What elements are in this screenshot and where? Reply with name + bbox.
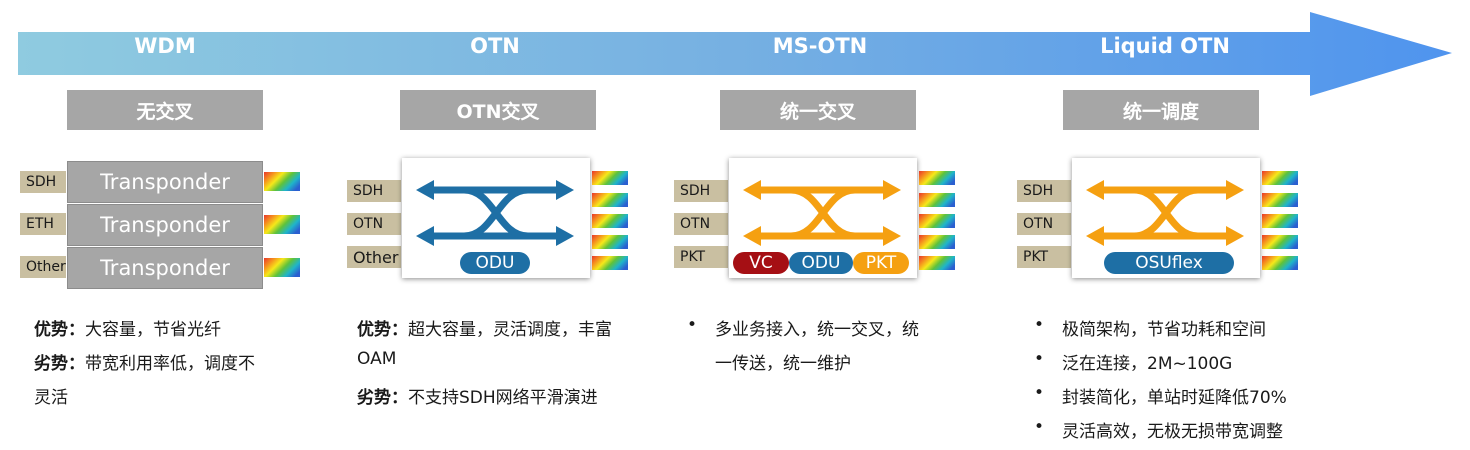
disadvantage-label: 劣势： [357,388,408,408]
stage-title-msotn: MS-OTN [772,34,868,58]
odu-pill: ODU [460,252,530,274]
msotn-tag-otn: OTN [674,213,728,235]
msotn-tag-sdh: SDH [674,180,728,202]
category-box-liquid: 统一调度 [1063,90,1259,130]
wdm-tag-other: Other [20,256,66,278]
otn-cross-connect: ODU [402,158,590,278]
category-box-otn: OTN交叉 [400,90,596,130]
stage-title-liquid-otn: Liquid OTN [1100,34,1230,58]
otn-tag-other: Other [347,246,401,268]
otn-advantage-cont: OAM [357,349,397,369]
stage-title-otn: OTN [470,34,520,58]
msotn-bullet-cont: 一传送，统一维护 [715,354,851,374]
advantage-text: 大容量，节省光纤 [85,320,221,340]
wavelength-icon [919,256,955,270]
wavelength-icon [1262,256,1298,270]
wavelength-icon [264,258,300,277]
liquid-bullet-1: 极简架构，节省功耗和空间 [1034,315,1266,340]
liquid-cross-connect: OSUflex [1072,158,1260,278]
category-box-msotn: 统一交叉 [720,90,916,130]
wdm-disadvantage: 劣势：带宽利用率低，调度不 [34,349,255,374]
msotn-cross-connect: VC ODU PKT [729,158,917,278]
cross-arrows-icon [416,180,574,246]
wavelength-icon [1262,171,1298,185]
category-box-wdm: 无交叉 [67,90,263,130]
advantage-text: 超大容量，灵活调度，丰富 [408,320,612,340]
wavelength-icon [592,214,628,228]
liquid-tag-otn: OTN [1017,213,1071,235]
wavelength-icon [264,215,300,234]
advantage-label: 优势： [34,320,85,340]
otn-advantage: 优势：超大容量，灵活调度，丰富 [357,315,612,340]
transponder-3: Transponder [68,248,262,288]
wavelength-icon [592,256,628,270]
vc-pill: VC [733,252,789,274]
otn-tag-sdh: SDH [347,180,401,202]
wavelength-icon [592,171,628,185]
advantage-label: 优势： [357,320,408,340]
wavelength-icon [919,214,955,228]
liquid-bullet-4: 灵活高效，无极无损带宽调整 [1034,417,1283,442]
disadvantage-text: 不支持SDH网络平滑演进 [408,388,598,408]
disadvantage-label: 劣势： [34,354,85,374]
otn-disadvantage: 劣势：不支持SDH网络平滑演进 [357,383,598,408]
transponder-1: Transponder [68,162,262,202]
wavelength-icon [919,171,955,185]
wavelength-icon [919,193,955,207]
liquid-tag-pkt: PKT [1017,246,1071,268]
wavelength-icon [592,193,628,207]
msotn-bullet: 多业务接入，统一交叉，统 [687,315,919,340]
wavelength-icon [1262,193,1298,207]
osuflex-pill: OSUflex [1104,252,1234,274]
liquid-bullet-3: 封装简化，单站时延降低70% [1034,383,1287,408]
wavelength-icon [1262,235,1298,249]
otn-tag-otn: OTN [347,213,401,235]
wavelength-icon [1262,214,1298,228]
pkt-pill: PKT [853,252,909,274]
cross-arrows-icon [1086,180,1244,246]
disadvantage-text: 带宽利用率低，调度不 [85,354,255,374]
wavelength-icon [264,172,300,191]
msotn-tag-pkt: PKT [674,246,728,268]
wdm-disadvantage-cont: 灵活 [34,388,68,408]
timeline-arrow [18,12,1452,96]
liquid-bullet-2: 泛在连接，2M~100G [1034,349,1232,374]
cross-arrows-icon [743,180,901,246]
transponder-2: Transponder [68,205,262,245]
stage-title-wdm: WDM [134,34,196,58]
wavelength-icon [919,235,955,249]
wavelength-icon [592,235,628,249]
wdm-advantage: 优势：大容量，节省光纤 [34,315,221,340]
odu-pill: ODU [789,252,853,274]
wdm-tag-eth: ETH [20,213,66,235]
liquid-tag-sdh: SDH [1017,180,1071,202]
wdm-tag-sdh: SDH [20,171,66,193]
